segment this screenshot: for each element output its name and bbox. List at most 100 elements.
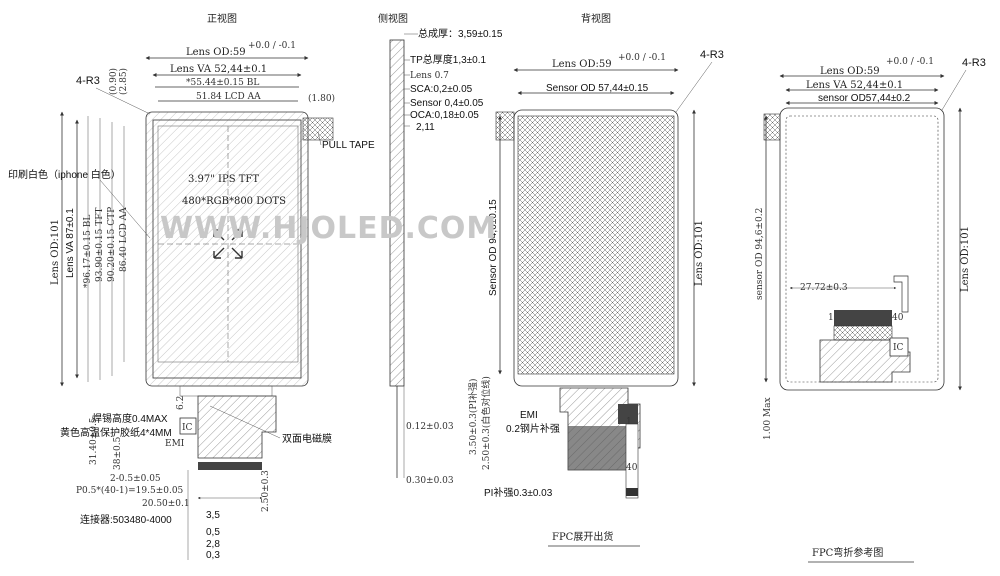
- back-lens-od: Lens OD:59: [552, 59, 612, 70]
- folded-lens-od-v: Lens OD:101: [960, 226, 971, 292]
- front-lens-va: Lens VA 52,44±0.1: [170, 64, 267, 75]
- front-emi: EMI: [165, 439, 185, 449]
- folded-sensor-od: sensor OD57,44±0.2: [818, 93, 911, 104]
- back-view-title: 背视图: [581, 12, 611, 25]
- side-oca: OCA:0,18±0.05: [410, 110, 479, 121]
- front-tft-v: 93.90±0.15 TFT: [95, 208, 105, 282]
- print-white-leader: [99, 179, 151, 239]
- side-lens: Lens 0.7: [410, 71, 449, 81]
- back-steel-stiffener: [568, 426, 626, 470]
- side-total: 总成厚：3,59±0.15: [418, 27, 503, 40]
- front-view: 3.97" IPS TFT 480*RGB*800 DOTS Lens OD:5…: [8, 41, 375, 561]
- fpc-bond-area: [179, 385, 273, 397]
- back-sensor-grid: [517, 115, 675, 375]
- folded-d1: 1: [828, 313, 834, 323]
- back-d1: 1: [626, 417, 632, 427]
- folded-radius: 4-R3: [962, 57, 986, 69]
- folded-radius-leader: [941, 69, 967, 111]
- back-pull-tape: [495, 111, 515, 141]
- folded-connector: [834, 310, 892, 326]
- dim-314: 31.40±0.5: [89, 417, 99, 465]
- dim-205a: 2-0.5±0.05: [110, 474, 161, 484]
- back-pi1: 3.50±0.3(PI补强): [467, 378, 479, 455]
- front-view-title: 正视图: [207, 12, 237, 25]
- print-white-label: 印刷白色（iphone 白色）: [8, 168, 121, 181]
- front-bl-v: *96.17±0.15 BL: [83, 215, 93, 288]
- folded-lens-od: Lens OD:59: [820, 66, 880, 77]
- watermark: WWW.HJOLED.COM: [160, 211, 497, 246]
- dim-35: 3,5: [206, 510, 220, 521]
- dim-180: (1.80): [308, 93, 335, 104]
- dim-05: 0,5: [206, 527, 220, 538]
- side-view: 总成厚：3,59±0.15 TP总厚度1,3±0.1 Lens 0.7 SCA:…: [389, 27, 503, 486]
- product-name: 3.97" IPS TFT: [188, 174, 259, 185]
- back-sensor-od-v: Sensor OD 94,6±0.15: [488, 199, 499, 296]
- side-d211: 2,11: [416, 122, 435, 133]
- front-va-area: [152, 119, 302, 379]
- back-pi-stiffener: [626, 488, 638, 496]
- connector-label: 连接器:503480-4000: [80, 513, 172, 526]
- front-ctp-v: 90.20±0.15 CTP: [107, 207, 117, 282]
- dim-38: 38±0.5: [113, 436, 123, 470]
- folded-lens-outline: [779, 107, 945, 391]
- folded-lens-va: Lens VA 52,44±0.1: [806, 80, 903, 91]
- folded-caption: FPC弯折参考图: [812, 546, 883, 559]
- folded-ic-label: IC: [893, 343, 904, 353]
- pull-tape: [302, 117, 334, 141]
- folded-fpc-tail: [893, 275, 909, 313]
- side-sca: SCA:0,2±0.05: [410, 84, 473, 95]
- pull-tape-leader: [317, 131, 322, 146]
- back-lens-outline: [513, 109, 679, 387]
- radius-leader: [95, 87, 151, 115]
- folded-d40: 40: [892, 313, 904, 323]
- front-connector: [198, 462, 262, 470]
- back-pi2: 2.50±0.3(白色对位线): [480, 376, 492, 470]
- folded-lens-od-tol: +0.0 / -0.1: [886, 57, 934, 67]
- side-d030: 0.30±0.03: [406, 476, 454, 486]
- back-steel: 0.2钢片补强: [506, 422, 560, 435]
- front-lcd-aa: 51.84 LCD AA: [196, 92, 261, 102]
- folded-stiffener: [833, 325, 893, 341]
- center-arrows-icon: [213, 229, 243, 259]
- dim-090: (0.90): [108, 68, 119, 95]
- front-ic-label: IC: [182, 423, 193, 433]
- pull-tape-label: PULL TAPE: [322, 140, 375, 151]
- front-lens-od-tol: +0.0 / -0.1: [248, 41, 296, 51]
- side-d012: 0.12±0.03: [406, 422, 454, 432]
- folded-sensor-od-v: sensor OD 94,6±0.2: [755, 208, 765, 300]
- front-radius: 4-R3: [76, 75, 100, 87]
- back-emi-pad: [618, 404, 638, 424]
- front-lens-va-v: Lens VA 87±0.1: [65, 208, 76, 278]
- solder-label: 焊锡高度0.4MAX: [92, 412, 168, 425]
- dim-03: 0,3: [206, 550, 220, 561]
- back-lens-od-v: Lens OD:101: [694, 220, 705, 286]
- back-radius: 4-R3: [700, 49, 724, 61]
- back-fpc-tail: [625, 423, 639, 499]
- folded-ic: [889, 337, 909, 357]
- folded-sensor-outline: [785, 115, 939, 383]
- front-lens-od-v: Lens OD:101: [50, 219, 61, 285]
- back-view: Lens OD:59 +0.0 / -0.1 Sensor OD 57,44±0…: [467, 49, 724, 547]
- folded-view: Lens OD:59 +0.0 / -0.1 Lens VA 52,44±0.1…: [755, 57, 986, 563]
- emi-film-leader: [209, 405, 281, 439]
- dim-62: 6.2: [176, 396, 186, 410]
- back-radius-leader: [675, 61, 713, 113]
- yellow-tape-label: 黄色高温保护胶纸4*4MM: [60, 426, 172, 439]
- dim-28: 2,8: [206, 539, 220, 550]
- side-sensor: Sensor 0,4±0.05: [410, 98, 484, 109]
- dim-250: 2.50±0.3: [261, 470, 271, 512]
- emi-film-label: 双面电磁膜: [282, 432, 332, 445]
- dim-2050: 20.50±0.1: [142, 499, 190, 509]
- pitch-label: P0.5*(40-1)=19.5±0.05: [76, 485, 184, 496]
- front-ic: [179, 417, 197, 435]
- folded-d100: 1.00 Max: [763, 397, 773, 440]
- back-lens-od-tol: +0.0 / -0.1: [618, 53, 666, 63]
- back-sensor-od: Sensor OD 57,44±0.15: [546, 83, 649, 94]
- front-fpc: [197, 395, 277, 459]
- front-border-hatch: [146, 112, 308, 386]
- back-pi3: PI补强0.3±0.03: [484, 486, 553, 499]
- back-emi: EMI: [520, 410, 538, 421]
- back-caption: FPC展开出货: [552, 530, 613, 543]
- front-lcd-v: 86.40 LCD AA: [119, 207, 129, 272]
- front-bl-width: *55.44±0.15 BL: [186, 78, 259, 88]
